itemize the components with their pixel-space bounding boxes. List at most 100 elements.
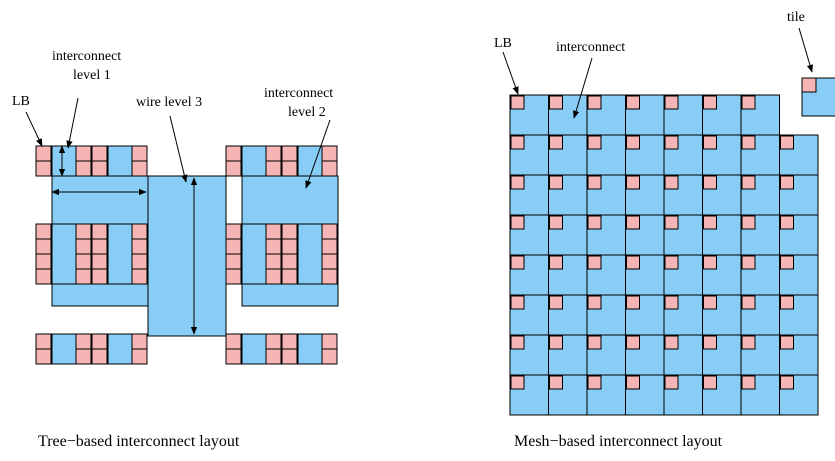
tree-level1-block bbox=[107, 223, 133, 285]
tree-lb bbox=[265, 333, 282, 350]
tree-lb-label: LB bbox=[12, 94, 30, 109]
tree-lb bbox=[35, 253, 52, 270]
tree-level1-block bbox=[51, 223, 77, 285]
mesh-lb bbox=[664, 215, 679, 230]
mesh-lb bbox=[780, 175, 794, 190]
mesh-lb bbox=[741, 255, 756, 270]
tree-lb bbox=[131, 268, 148, 285]
mesh-lb bbox=[510, 335, 525, 350]
tree-level1-block bbox=[297, 333, 323, 365]
mesh-layout: LB interconnect tile Mesh−based intercon… bbox=[494, 10, 835, 450]
tree-lb bbox=[265, 348, 282, 365]
tree-lb bbox=[265, 253, 282, 270]
mesh-lb bbox=[626, 95, 640, 110]
mesh-lb bbox=[664, 135, 679, 150]
mesh-lb bbox=[741, 215, 756, 230]
tree-level3-channel bbox=[147, 175, 227, 337]
mesh-lb bbox=[664, 95, 679, 110]
mesh-lb bbox=[780, 255, 794, 270]
tree-lb bbox=[91, 145, 108, 162]
tree-lb bbox=[281, 223, 298, 240]
tree-lb bbox=[131, 145, 148, 162]
tree-lb bbox=[321, 348, 338, 365]
mesh-lb bbox=[780, 335, 794, 350]
tree-lb bbox=[35, 348, 52, 365]
tree-lb bbox=[75, 333, 92, 350]
tree-level1-block bbox=[241, 223, 267, 285]
tree-lb bbox=[265, 268, 282, 285]
tree-lb bbox=[225, 145, 242, 162]
tree-level2-label-line1: interconnect bbox=[264, 86, 333, 101]
mesh-lb bbox=[703, 95, 717, 110]
tree-wire-level-3-channel bbox=[147, 175, 227, 337]
mesh-lb bbox=[510, 295, 525, 310]
mesh-lb bbox=[510, 215, 525, 230]
tree-lb bbox=[321, 238, 338, 255]
mesh-lb bbox=[549, 375, 563, 390]
tree-lb bbox=[225, 333, 242, 350]
mesh-lb bbox=[587, 295, 602, 310]
mesh-lb bbox=[587, 135, 602, 150]
tree-lb bbox=[321, 145, 338, 162]
mesh-lb bbox=[664, 295, 679, 310]
tree-level2-label-line2: level 2 bbox=[288, 105, 326, 120]
tree-lb bbox=[35, 223, 52, 240]
tree-lb bbox=[91, 223, 108, 240]
mesh-lb bbox=[626, 135, 640, 150]
tree-lb bbox=[91, 348, 108, 365]
mesh-lb bbox=[549, 295, 563, 310]
tree-lb bbox=[131, 348, 148, 365]
mesh-grid bbox=[509, 94, 819, 416]
tree-level1-block bbox=[51, 333, 77, 365]
mesh-lb bbox=[549, 175, 563, 190]
tree-level1-block bbox=[107, 333, 133, 365]
tree-lb bbox=[281, 160, 298, 177]
mesh-lb bbox=[549, 215, 563, 230]
tree-lb bbox=[225, 348, 242, 365]
tree-level2-pointer bbox=[305, 119, 331, 189]
mesh-interconnect-label: interconnect bbox=[556, 40, 625, 55]
mesh-tile bbox=[779, 374, 819, 416]
tree-lb bbox=[75, 223, 92, 240]
mesh-lb bbox=[510, 135, 525, 150]
mesh-lb-pointer bbox=[502, 51, 519, 95]
mesh-lb bbox=[587, 215, 602, 230]
mesh-lb bbox=[703, 375, 717, 390]
tree-lb bbox=[225, 223, 242, 240]
tree-quadrants bbox=[35, 145, 339, 365]
mesh-lb bbox=[510, 375, 525, 390]
tree-lb bbox=[321, 160, 338, 177]
tree-level3-label: wire level 3 bbox=[136, 95, 202, 110]
tree-lb bbox=[91, 160, 108, 177]
tree-lb bbox=[321, 268, 338, 285]
tree-quadrant bbox=[35, 145, 149, 365]
tree-lb bbox=[321, 333, 338, 350]
tree-lb bbox=[281, 253, 298, 270]
tree-level1-label-line2: level 1 bbox=[73, 68, 111, 83]
mesh-lb bbox=[587, 95, 602, 110]
mesh-caption: Mesh−based interconnect layout bbox=[514, 433, 723, 450]
mesh-lb bbox=[703, 255, 717, 270]
mesh-lb bbox=[780, 215, 794, 230]
tree-lb bbox=[265, 223, 282, 240]
mesh-lb bbox=[741, 135, 756, 150]
mesh-lb bbox=[703, 215, 717, 230]
mesh-tile-pointer bbox=[798, 27, 814, 73]
mesh-lb bbox=[549, 135, 563, 150]
tree-level1-block bbox=[51, 145, 77, 177]
tree-lb bbox=[131, 253, 148, 270]
mesh-lb bbox=[741, 375, 756, 390]
mesh-lb bbox=[626, 255, 640, 270]
mesh-tile-label: tile bbox=[787, 10, 805, 25]
mesh-lb bbox=[780, 295, 794, 310]
mesh-lb bbox=[587, 175, 602, 190]
mesh-lb bbox=[587, 375, 602, 390]
tree-layout: LB interconnect level 1 wire level 3 int… bbox=[12, 49, 339, 450]
tree-lb bbox=[265, 160, 282, 177]
mesh-lb bbox=[510, 255, 525, 270]
mesh-lb-label: LB bbox=[494, 36, 512, 51]
mesh-lb bbox=[626, 335, 640, 350]
mesh-lb bbox=[626, 175, 640, 190]
mesh-lb bbox=[780, 135, 794, 150]
